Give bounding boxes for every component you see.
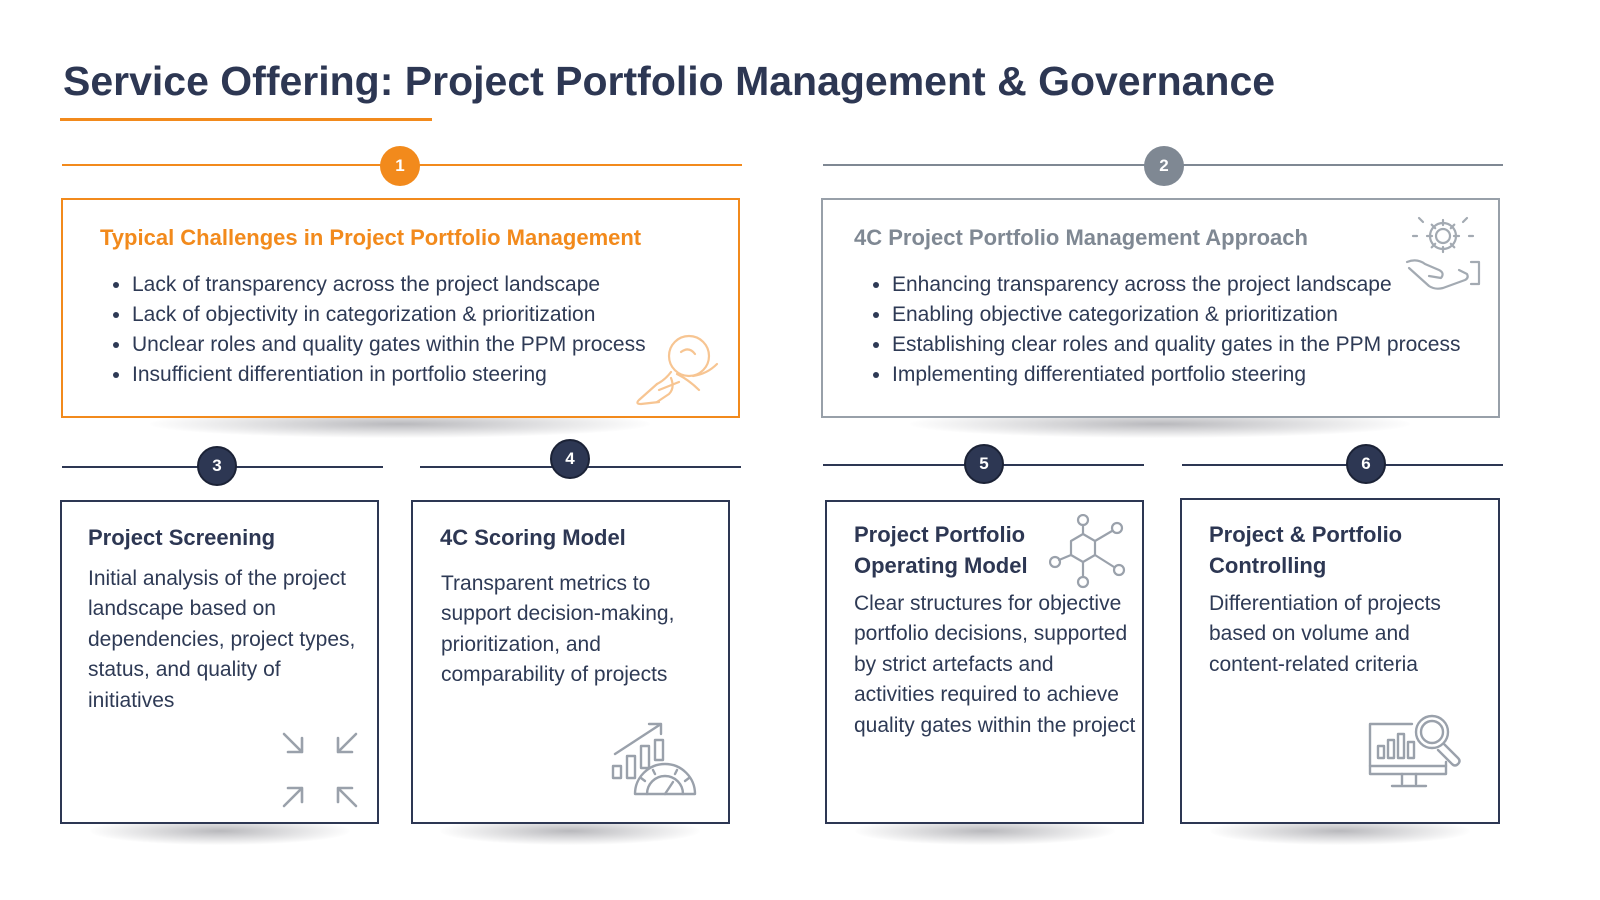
list-item: Lack of objectivity in categorization & … bbox=[132, 300, 646, 330]
card-description: Clear structures for objective portfolio… bbox=[854, 592, 1136, 737]
card-heading-line1: Project & Portfolio bbox=[1209, 522, 1403, 547]
list-item: Insufficient differentiation in portfoli… bbox=[132, 360, 646, 390]
step-badge-2: 2 bbox=[1144, 146, 1184, 186]
card-heading: Project Screening bbox=[88, 525, 276, 550]
card-6-divider bbox=[1182, 464, 1503, 466]
title-underline bbox=[60, 118, 432, 121]
person-pushing-boulder-icon bbox=[636, 334, 719, 406]
list-item: Implementing differentiated portfolio st… bbox=[892, 360, 1460, 390]
card-description: Differentiation of projects based on vol… bbox=[1209, 592, 1441, 676]
step-badge-5: 5 bbox=[964, 444, 1004, 484]
list-item: Unclear roles and quality gates within t… bbox=[132, 330, 646, 360]
list-item: Establishing clear roles and quality gat… bbox=[892, 330, 1460, 360]
card-description: Transparent metrics to support decision-… bbox=[441, 572, 675, 687]
controlling-card: Project & Portfolio Controlling Differen… bbox=[1180, 498, 1500, 824]
card-description: Initial analysis of the project landscap… bbox=[88, 567, 356, 712]
page-title: Service Offering: Project Portfolio Mana… bbox=[63, 58, 1276, 104]
card-heading: 4C Scoring Model bbox=[440, 525, 626, 550]
approach-list: Enhancing transparency across the projec… bbox=[870, 270, 1460, 390]
hand-gear-icon bbox=[1405, 216, 1481, 290]
card-heading-line1: Project Portfolio bbox=[854, 522, 1026, 547]
step-badge-4: 4 bbox=[550, 439, 590, 479]
approach-heading: 4C Project Portfolio Management Approach bbox=[854, 225, 1308, 250]
challenges-heading: Typical Challenges in Project Portfolio … bbox=[100, 225, 642, 250]
list-item: Enabling objective categorization & prio… bbox=[892, 300, 1460, 330]
project-screening-card: Project Screening Initial analysis of th… bbox=[60, 500, 379, 824]
list-item: Lack of transparency across the project … bbox=[132, 270, 646, 300]
hexagon-network-icon bbox=[1049, 514, 1126, 589]
approach-panel: 4C Project Portfolio Management Approach… bbox=[821, 198, 1500, 418]
step-badge-1: 1 bbox=[380, 146, 420, 186]
monitor-magnifier-icon bbox=[1368, 714, 1461, 788]
scoring-model-card: 4C Scoring Model Transparent metrics to … bbox=[411, 500, 730, 824]
step-badge-6: 6 bbox=[1346, 444, 1386, 484]
challenges-panel: Typical Challenges in Project Portfolio … bbox=[61, 198, 740, 418]
card-heading-line2: Operating Model bbox=[854, 553, 1028, 578]
operating-model-card: Project Portfolio Operating Model Clear … bbox=[825, 500, 1144, 824]
card-heading-line2: Controlling bbox=[1209, 553, 1327, 578]
collapse-arrows-icon bbox=[282, 732, 358, 808]
list-item: Enhancing transparency across the projec… bbox=[892, 270, 1460, 300]
challenges-list: Lack of transparency across the project … bbox=[110, 270, 646, 390]
step-badge-3: 3 bbox=[197, 446, 237, 486]
chart-gauge-icon bbox=[611, 722, 697, 796]
